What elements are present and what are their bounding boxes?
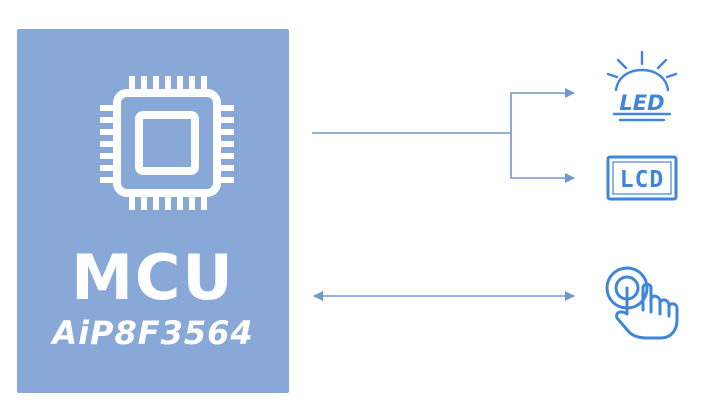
- lcd-branch-arrow: [510, 133, 575, 183]
- mcu-model: AiP8F3564: [52, 314, 254, 352]
- mcu-title: MCU: [71, 241, 235, 314]
- mcu-block: MCU AiP8F3564: [17, 29, 289, 393]
- lcd-icon: LCD: [606, 155, 678, 201]
- touch-icon: [605, 266, 679, 340]
- led-label: LED: [619, 91, 664, 115]
- lcd-label: LCD: [620, 167, 665, 193]
- led-branch-arrow: [510, 88, 575, 133]
- led-icon: LED: [606, 50, 678, 122]
- chip-icon: [100, 76, 234, 210]
